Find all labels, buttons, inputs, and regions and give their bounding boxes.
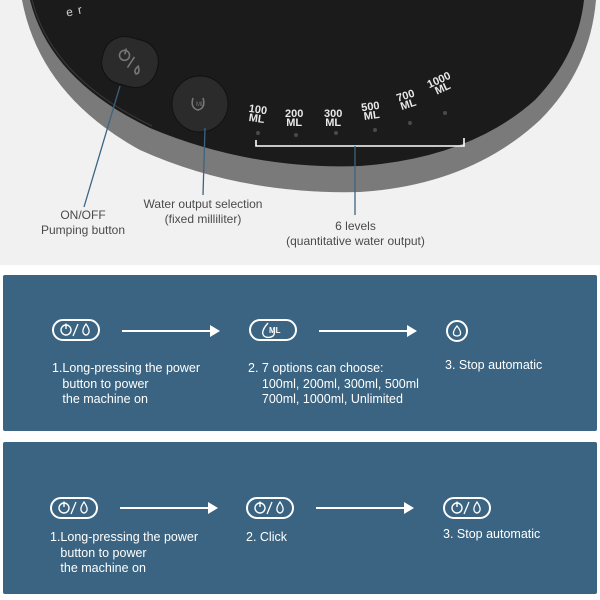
step-3-text: 3. Stop automatic	[443, 527, 541, 541]
water-drop-icon	[452, 325, 462, 337]
arrow-right-icon	[120, 502, 218, 514]
svg-text:ML: ML	[196, 102, 205, 108]
instruction-panel-quantitative: ML 1.Long-pressing the power button to p…	[3, 275, 597, 431]
ml-drop-icon: ML	[261, 322, 281, 338]
water-leader-line	[202, 127, 206, 196]
instruction-panel-continuous: 1.Long-pressing the power button to powe…	[3, 442, 597, 594]
step-3-text: 3. Stop automatic	[445, 358, 543, 372]
water-selection-button-shape	[171, 75, 229, 133]
power-drop-button-icon	[443, 497, 491, 519]
arrow-right-icon	[316, 502, 414, 514]
step-2-text: 2. Click	[246, 530, 287, 544]
step-2-text: 2. 7 options can choose: 100ml, 200ml, 3…	[248, 361, 419, 406]
power-icon	[58, 501, 88, 515]
onoff-caption: ON/OFF Pumping button	[40, 208, 126, 237]
step-1-text: 1.Long-pressing the power button to powe…	[52, 361, 201, 406]
dispenser-device-illustration: ML	[22, 0, 596, 215]
water-selection-caption: Water output selection (fixed milliliter…	[143, 197, 263, 226]
power-drop-button-icon	[246, 497, 294, 519]
svg-text:ML: ML	[269, 326, 281, 335]
water-drop-button-icon	[446, 320, 468, 342]
power-drop-button-icon	[50, 497, 98, 519]
arrow-right-icon	[319, 325, 417, 337]
step-1-text: 1.Long-pressing the power button to powe…	[50, 530, 199, 575]
levels-caption: 6 levels (quantitative water output)	[286, 219, 425, 248]
ml-drop-button-icon: ML	[249, 319, 297, 341]
arrow-right-icon	[122, 325, 220, 337]
power-icon	[60, 323, 90, 337]
onoff-button-shape	[101, 36, 159, 88]
onoff-leader-line	[83, 85, 121, 208]
power-icon	[254, 501, 284, 515]
power-icon	[451, 501, 481, 515]
power-drop-button-icon	[52, 319, 100, 341]
